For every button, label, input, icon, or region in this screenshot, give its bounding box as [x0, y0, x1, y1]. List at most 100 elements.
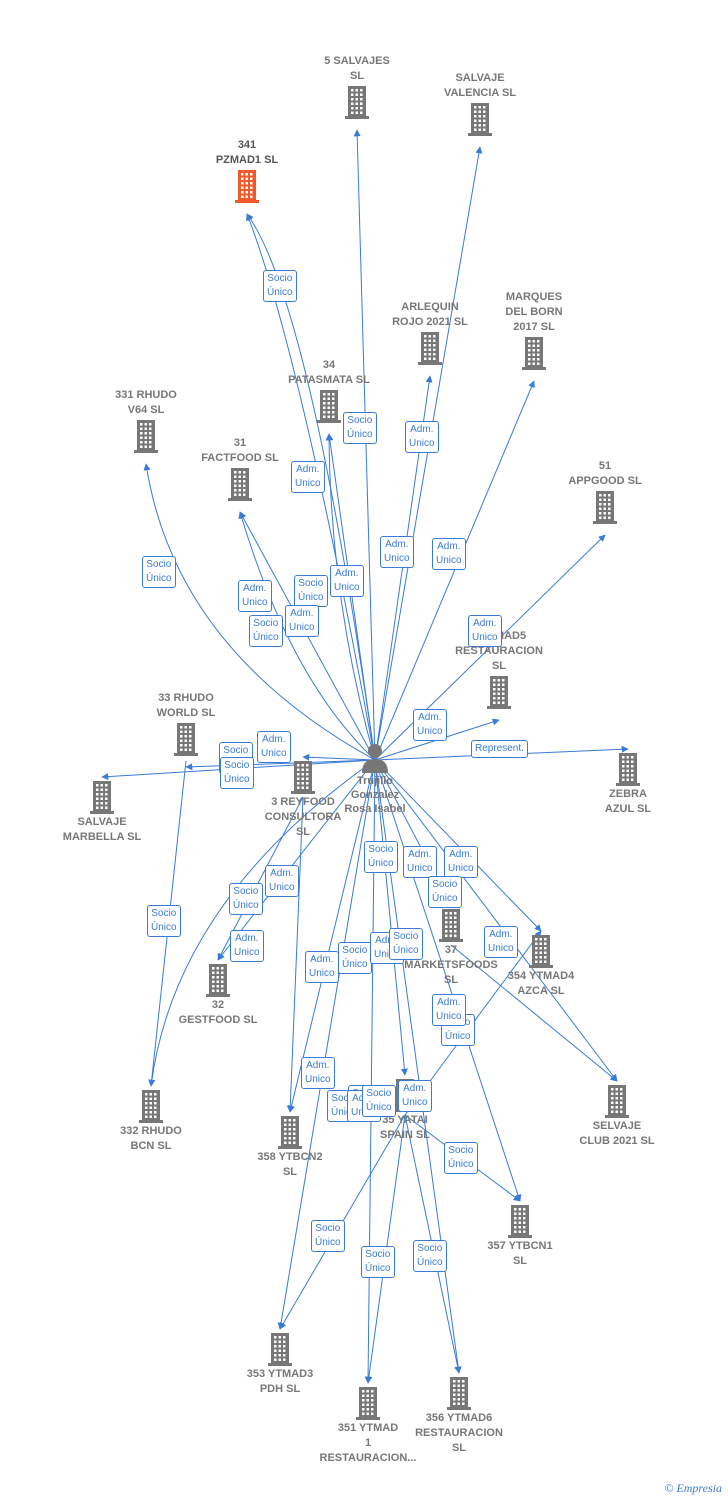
edge-label[interactable]: Adm. Unico	[444, 846, 478, 878]
company-node-n358[interactable]: 358 YTBCN2 SL	[225, 1114, 355, 1180]
company-node-nza[interactable]: ZEBRA AZUL SL	[563, 751, 693, 817]
edge-label[interactable]: Adm. Unico	[468, 615, 502, 647]
edge-label[interactable]: Socio Único	[428, 876, 462, 908]
company-name: 37 MARKETSFOODS SL	[404, 944, 498, 986]
building-icon	[174, 723, 198, 756]
person-name: Trujillo Gonzalez Rosa Isabel	[344, 775, 406, 815]
company-name: 33 RHUDO WORLD SL	[156, 692, 216, 719]
edge-label[interactable]: Adm. Unico	[265, 865, 299, 897]
relation-edge	[374, 380, 535, 761]
company-name: SELVAJE CLUB 2021 SL	[579, 1120, 655, 1147]
company-node-n37[interactable]: 37 MARKETSFOODS SL	[386, 907, 516, 988]
relation-edge	[217, 759, 376, 961]
company-name: SALVAJE MARBELLA SL	[62, 816, 142, 843]
edge-label[interactable]: Adm. Unico	[230, 930, 264, 962]
company-node-n32[interactable]: 32 GESTFOOD SL	[153, 962, 283, 1028]
company-node-n51[interactable]: 51 APPGOOD SL	[540, 459, 670, 525]
copyright-symbol: ©	[664, 1481, 674, 1495]
company-node-n341[interactable]: 341 PZMAD1 SL	[182, 138, 312, 204]
company-node-narl[interactable]: ARLEQUIN ROJO 2021 SL	[365, 300, 495, 366]
edge-label[interactable]: Socio Único	[413, 1240, 447, 1272]
edge-label[interactable]: Socio Único	[343, 412, 377, 444]
company-node-n357[interactable]: 357 YTBCN1 SL	[455, 1203, 585, 1269]
edge-label[interactable]: Adm. Unico	[238, 580, 272, 612]
building-icon	[206, 964, 230, 997]
relation-edge	[288, 759, 376, 1113]
company-name: ZEBRA AZUL SL	[604, 788, 652, 815]
edge-label[interactable]: Adm. Unico	[380, 536, 414, 568]
edge-label[interactable]: Socio Único	[294, 575, 328, 607]
relation-edge	[185, 759, 376, 771]
company-name: 3 REYFOOD CONSULTORA SL	[264, 796, 342, 838]
building-icon	[508, 1205, 532, 1238]
company-node-n3rf[interactable]: 3 REYFOOD CONSULTORA SL	[238, 759, 368, 840]
company-node-n31[interactable]: 31 FACTFOOD SL	[175, 436, 305, 502]
company-name: MARQUES DEL BORN 2017 SL	[505, 291, 563, 333]
company-node-n354[interactable]: 354 YTMAD4 AZCA SL	[476, 933, 606, 999]
building-icon	[345, 86, 369, 119]
edge-label[interactable]: Adm. Unico	[405, 421, 439, 453]
company-node-nsm[interactable]: SALVAJE MARBELLA SL	[37, 779, 167, 845]
edge-label[interactable]: Adm. Unico	[484, 926, 518, 958]
edge-label[interactable]: Socio Único	[361, 1246, 395, 1278]
building-icon	[616, 753, 640, 786]
company-name: 358 YTBCN2 SL	[257, 1151, 323, 1178]
edge-label[interactable]: Socio Único	[364, 841, 398, 873]
edge-label[interactable]: Socio Único	[249, 615, 283, 647]
company-node-n5s[interactable]: 5 SALVAJES SL	[292, 54, 422, 120]
company-node-n331[interactable]: 331 RHUDO V64 SL	[81, 388, 211, 454]
company-node-nsv[interactable]: SALVAJE VALENCIA SL	[415, 71, 545, 137]
company-node-n34[interactable]: 34 PATASMATA SL	[264, 358, 394, 424]
edge-label[interactable]: Adm. Unico	[398, 1080, 432, 1112]
edge-label[interactable]: Adm. Unico	[301, 1057, 335, 1089]
company-node-nselv[interactable]: SELVAJE CLUB 2021 SL	[552, 1083, 682, 1149]
building-icon	[447, 1377, 471, 1410]
edge-label[interactable]: Adm. Unico	[305, 951, 339, 983]
building-icon	[468, 103, 492, 136]
company-node-n356[interactable]: 356 YTMAD6 RESTAURACION SL	[394, 1375, 524, 1456]
building-icon	[418, 332, 442, 365]
edge-label[interactable]: Socio Único	[311, 1220, 345, 1252]
edge-label[interactable]: Socio Único	[142, 556, 176, 588]
company-node-n353[interactable]: 353 YTMAD3 PDH SL	[215, 1331, 345, 1397]
edge-label[interactable]: Represent.	[471, 740, 528, 758]
edge-label[interactable]: Socio Único	[444, 1142, 478, 1174]
edge-label[interactable]: Adm. Unico	[330, 565, 364, 597]
edge-label[interactable]: Adm. Unico	[413, 709, 447, 741]
relation-edge	[286, 796, 304, 1113]
relation-edge	[326, 433, 376, 761]
edge-label[interactable]: Socio Único	[362, 1085, 396, 1117]
person-node[interactable]: Trujillo Gonzalez Rosa Isabel	[320, 742, 430, 816]
relation-edge	[374, 759, 522, 1202]
relation-edge	[450, 944, 618, 1082]
relation-edge	[277, 759, 376, 1330]
building-icon	[605, 1085, 629, 1118]
edge-label[interactable]: Socio Único	[338, 942, 372, 974]
company-node-n351[interactable]: 351 YTMAD 1 RESTAURACION...	[303, 1385, 433, 1466]
company-name: 341 PZMAD1 SL	[215, 139, 279, 166]
company-node-n33[interactable]: 33 RHUDO WORLD SL	[121, 691, 251, 757]
building-icon	[291, 761, 315, 794]
company-name: 332 RHUDO BCN SL	[120, 1125, 182, 1152]
relation-edge	[374, 759, 542, 932]
edge-label[interactable]: Adm. Unico	[291, 461, 325, 493]
company-node-nmar[interactable]: MARQUES DEL BORN 2017 SL	[469, 290, 599, 371]
building-icon	[134, 420, 158, 453]
building-icon	[278, 1116, 302, 1149]
edge-label[interactable]: Adm. Unico	[285, 605, 319, 637]
edge-label[interactable]: Socio Único	[147, 905, 181, 937]
edge-label[interactable]: Socio Único	[263, 270, 297, 302]
edge-label[interactable]: Adm. Unico	[432, 994, 466, 1026]
edge-label[interactable]: Socio Único	[229, 883, 263, 915]
relation-edge	[374, 759, 408, 1076]
edge-label[interactable]: Socio Único	[220, 757, 254, 789]
company-name: 356 YTMAD6 RESTAURACION SL	[415, 1412, 503, 1454]
edge-label[interactable]: Adm. Unico	[403, 846, 437, 878]
company-name: 32 GESTFOOD SL	[178, 999, 258, 1026]
edge-label[interactable]: Adm. Unico	[432, 538, 466, 570]
company-name: 51 APPGOOD SL	[568, 460, 642, 487]
company-node-n332[interactable]: 332 RHUDO BCN SL	[86, 1088, 216, 1154]
company-name: 31 FACTFOOD SL	[201, 437, 279, 464]
edge-label[interactable]: Socio Único	[389, 928, 423, 960]
edge-label[interactable]: Adm. Unico	[257, 731, 291, 763]
